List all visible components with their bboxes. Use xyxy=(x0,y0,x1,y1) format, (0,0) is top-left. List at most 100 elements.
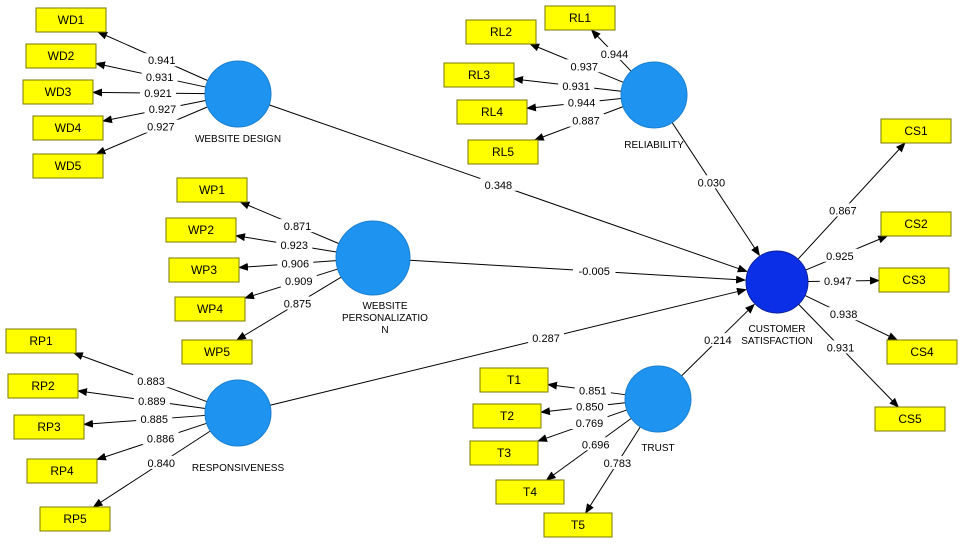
indicator-label: RL1 xyxy=(569,11,591,25)
indicator-cs1[interactable]: CS1 xyxy=(880,118,952,144)
indicator-wp2[interactable]: WP2 xyxy=(165,217,237,243)
indicator-label: T3 xyxy=(497,446,511,460)
loading-cs5: 0.931 xyxy=(822,340,859,354)
path-coefficient-wp-bg xyxy=(573,264,616,278)
loading-wp1-text: 0.871 xyxy=(284,221,312,233)
loading-wp3-text: 0.906 xyxy=(282,259,310,271)
indicator-box xyxy=(176,177,248,203)
indicator-label: RP2 xyxy=(31,379,55,393)
indicator-label: WD1 xyxy=(58,13,85,27)
loading-rp1-bg xyxy=(133,374,170,388)
path-coefficient-rp-text: 0.287 xyxy=(532,333,560,345)
loading-rl2-text: 0.937 xyxy=(571,61,599,73)
loading-wd1-text: 0.941 xyxy=(148,55,176,67)
weight-label-layer: 0.9410.9310.9210.9270.9270.8710.9230.906… xyxy=(133,46,862,470)
indicator-cs4[interactable]: CS4 xyxy=(886,339,958,365)
loading-wd3: 0.921 xyxy=(139,86,176,100)
indicator-box xyxy=(886,339,958,365)
indicator-rl4[interactable]: RL4 xyxy=(456,99,528,125)
path-coefficient-wd: 0.348 xyxy=(480,177,517,192)
indicator-box xyxy=(479,367,549,393)
latent-label: N xyxy=(381,325,388,336)
path-coefficient-tr-text: 0.214 xyxy=(704,335,732,347)
indicator-t2[interactable]: T2 xyxy=(472,403,542,429)
indicator-cs2[interactable]: CS2 xyxy=(880,211,952,237)
indicator-wd2[interactable]: WD2 xyxy=(25,43,97,69)
indicator-box xyxy=(13,414,85,440)
loading-rl1: 0.944 xyxy=(596,46,633,61)
indicator-label: T5 xyxy=(571,518,585,532)
indicator-box xyxy=(35,7,107,33)
indicator-cs3[interactable]: CS3 xyxy=(878,267,950,293)
indicator-label: CS2 xyxy=(904,217,928,231)
indicator-rl3[interactable]: RL3 xyxy=(443,62,515,88)
loading-t1: 0.851 xyxy=(574,383,611,397)
loading-rl4-bg xyxy=(563,95,600,109)
latent-tr[interactable]: TRUST xyxy=(624,365,692,454)
loading-t2: 0.850 xyxy=(571,399,608,414)
indicator-box xyxy=(174,296,246,322)
indicator-wp1[interactable]: WP1 xyxy=(176,177,248,203)
loading-rp2-text: 0.889 xyxy=(138,396,166,408)
loading-rp1: 0.883 xyxy=(133,374,170,388)
latent-circle xyxy=(745,250,809,314)
indicator-label: WP2 xyxy=(188,223,214,237)
path-coefficient-tr: 0.214 xyxy=(699,333,736,347)
loading-wd4-bg xyxy=(144,102,181,116)
indicator-box xyxy=(25,43,97,69)
path-coefficient-rp-bg xyxy=(528,331,565,345)
indicator-rp3[interactable]: RP3 xyxy=(13,414,85,440)
loading-arrow-rp5 xyxy=(92,430,211,508)
indicator-label: WD3 xyxy=(45,85,72,99)
latent-circle xyxy=(624,365,692,433)
indicator-label: RL4 xyxy=(481,105,503,119)
indicator-t5[interactable]: T5 xyxy=(543,512,613,538)
indicator-wd4[interactable]: WD4 xyxy=(32,115,104,141)
indicator-wd1[interactable]: WD1 xyxy=(35,7,107,33)
loading-t5-text: 0.783 xyxy=(604,458,632,470)
path-coefficient-wd-text: 0.348 xyxy=(485,180,513,192)
path-coefficient-wp: -0.005 xyxy=(573,264,616,278)
loading-cs2-text: 0.925 xyxy=(826,251,854,263)
loading-wp5-bg xyxy=(279,296,316,310)
indicator-label: T4 xyxy=(523,485,537,499)
latent-rp[interactable]: RESPONSIVENESS xyxy=(192,379,285,474)
indicator-box xyxy=(456,99,528,125)
indicator-rp4[interactable]: RP4 xyxy=(26,458,98,484)
loading-t5: 0.783 xyxy=(599,456,636,470)
indicator-wp4[interactable]: WP4 xyxy=(174,296,246,322)
indicator-wd5[interactable]: WD5 xyxy=(32,153,104,179)
loading-rp5-bg xyxy=(143,455,180,469)
indicator-box xyxy=(880,211,952,237)
indicator-rl2[interactable]: RL2 xyxy=(465,19,537,45)
loading-rp4-text: 0.886 xyxy=(147,434,175,446)
indicator-wp3[interactable]: WP3 xyxy=(168,257,240,283)
latent-rl[interactable]: RELIABILITY xyxy=(620,61,688,151)
latent-circle xyxy=(335,220,411,296)
indicator-cs5[interactable]: CS5 xyxy=(874,406,946,432)
indicator-t1[interactable]: T1 xyxy=(479,367,549,393)
path-coefficient-rl-bg xyxy=(693,175,730,189)
indicator-rl5[interactable]: RL5 xyxy=(467,139,539,165)
indicator-label: RL3 xyxy=(468,68,490,82)
indicator-t3[interactable]: T3 xyxy=(469,440,539,466)
loading-wp5-text: 0.875 xyxy=(284,299,312,311)
loading-t3-bg xyxy=(571,416,608,430)
loading-wd2-text: 0.931 xyxy=(146,72,174,84)
path-arrow-rp-cs xyxy=(269,287,747,406)
loading-rl2: 0.937 xyxy=(566,59,603,73)
indicator-rp1[interactable]: RP1 xyxy=(5,328,77,354)
latent-wd[interactable]: WEBSITE DESIGN xyxy=(195,60,281,145)
indicator-box xyxy=(880,118,952,144)
indicator-wd3[interactable]: WD3 xyxy=(22,79,94,105)
indicator-rp2[interactable]: RP2 xyxy=(7,373,79,399)
indicator-rp5[interactable]: RP5 xyxy=(39,506,111,532)
loading-cs1-text: 0.867 xyxy=(829,205,857,217)
indicator-rl1[interactable]: RL1 xyxy=(544,5,616,31)
loading-rp3-bg xyxy=(136,412,173,426)
loading-wp4-bg xyxy=(280,274,317,288)
indicator-wp5[interactable]: WP5 xyxy=(181,339,253,365)
indicator-t4[interactable]: T4 xyxy=(495,479,565,505)
